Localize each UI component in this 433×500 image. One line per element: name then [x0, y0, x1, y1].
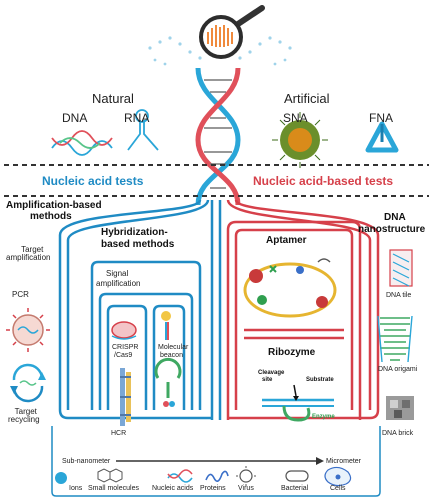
dna-tile-icon [389, 249, 413, 287]
bacterium-icon [285, 470, 309, 482]
signal-amplification-line1: Signal [106, 269, 129, 278]
red-lanes [226, 199, 380, 420]
dna-tile-label: DNA tile [386, 292, 412, 299]
dna-brick-icon [386, 396, 414, 420]
target-recycling-label: Target recycling [8, 407, 40, 424]
crispr-label-2: /Cas9 [114, 352, 133, 359]
scale-right-label: Micrometer [326, 458, 362, 465]
artificial-label: Artificial [284, 91, 330, 106]
nucleic-acid-icon [167, 469, 193, 483]
protein-icon [205, 470, 229, 482]
scale-bar [116, 457, 324, 465]
rna-label: RNA [124, 111, 150, 125]
magnifier-icon [199, 5, 265, 59]
scale-item-virus: Virus [238, 485, 254, 492]
fna-tetrahedron-icon [365, 121, 399, 153]
ribozyme-icon [262, 384, 334, 422]
hybridization-title-2: based methods [101, 239, 175, 250]
signal-amplification-line2: amplification [96, 279, 141, 288]
dna-duplex-icon [51, 130, 113, 156]
molecule-icon [97, 468, 123, 483]
scale-item-cells: Cells [330, 485, 346, 492]
pcr-label: PCR [12, 290, 29, 299]
target-amplification-line2: amplification [6, 253, 51, 262]
target-recycling-line2: recycling [8, 415, 40, 424]
sna-particle-icon [272, 112, 328, 168]
beacon-label-2: beacon [160, 352, 183, 359]
ion-icon [55, 472, 67, 484]
dotted-helix-icon [148, 36, 292, 66]
fna-label: FNA [369, 111, 393, 125]
target-recycling-line1: Target [14, 407, 37, 416]
crispr-icon [111, 321, 137, 340]
virus-icon [236, 466, 256, 486]
dna-helix-icon [195, 67, 241, 206]
hcr-icon [120, 368, 131, 426]
enzyme-label: Enzyme [312, 414, 335, 420]
target-amplification-line1: Target [21, 245, 44, 254]
cell-icon [324, 466, 352, 487]
dna-brick-label: DNA brick [382, 430, 414, 437]
pcr-virus-icon [6, 308, 50, 352]
crispr-label-1: CRISPR [112, 344, 139, 351]
nucleic-acid-tests-label: Nucleic acid tests [42, 174, 144, 188]
amplification-methods-title-2: methods [30, 211, 72, 222]
scale-item-proteins: Proteins [200, 485, 226, 492]
target-amplification-label: Target amplification [6, 245, 50, 262]
hcr-label: HCR [111, 430, 127, 437]
aptamer-icon [243, 258, 337, 318]
sna-label: SNA [283, 111, 308, 125]
beacon-label-1: Molecular [158, 344, 189, 351]
separator-lines [4, 164, 429, 197]
dna-nanostructure-title-2: nanostructure [358, 224, 426, 235]
cleavage-site-line1: Cleavage [258, 370, 285, 376]
dna-label: DNA [62, 111, 88, 125]
scale-item-bacterial: Bacterial [281, 485, 309, 492]
scale-item-small-molecules: Small molecules [88, 485, 139, 492]
amplification-methods-title-1: Amplification-based [6, 200, 102, 211]
dna-origami-label: DNA origami [378, 366, 418, 373]
bottom-frame [51, 426, 381, 497]
scale-item-nucleic-acids: Nucleic acids [152, 485, 194, 492]
cleavage-site-line2: site [262, 377, 273, 383]
substrate-label: Substrate [306, 377, 334, 383]
dna-origami-icon [377, 315, 413, 363]
molecular-beacon-icon [154, 311, 182, 407]
blue-lanes [58, 199, 222, 420]
nucleic-acid-based-tests-label: Nucleic acid-based tests [253, 174, 394, 188]
recycling-icon [10, 363, 46, 403]
ribozyme-title: Ribozyme [268, 347, 316, 358]
hybridization-title-1: Hybridization- [101, 227, 168, 238]
scale-item-ions: Ions [69, 485, 83, 492]
aptamer-title: Aptamer [266, 235, 307, 246]
natural-label: Natural [92, 91, 134, 106]
rna-hairpin-icon [127, 109, 159, 151]
scale-left-label: Sub-nanometer [62, 458, 111, 465]
dna-nanostructure-title-1: DNA [384, 212, 406, 223]
